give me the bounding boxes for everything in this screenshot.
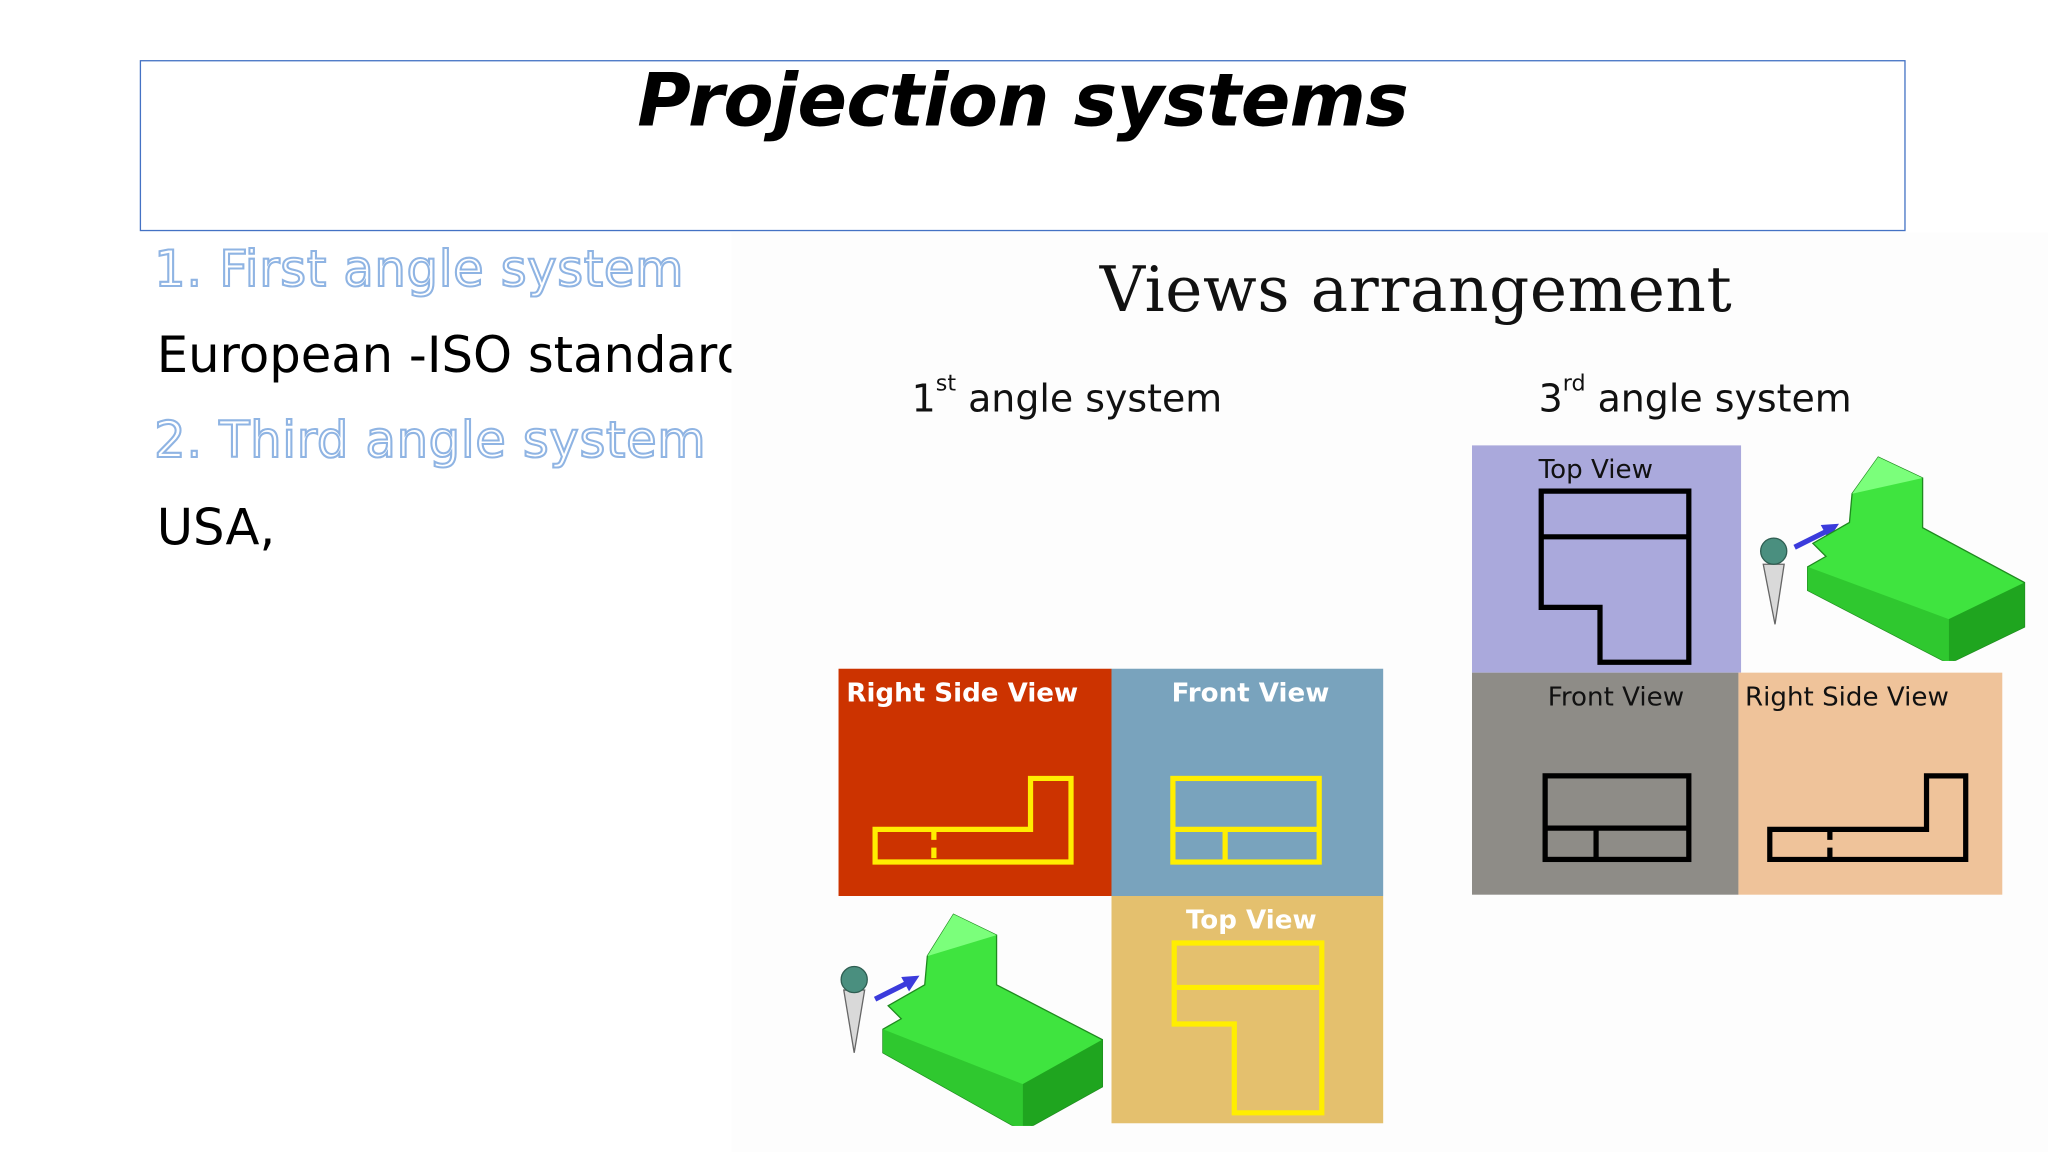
third-angle-label: 3rd angle system xyxy=(1538,371,1852,421)
view-direction-arrow-icon xyxy=(873,975,920,1002)
slide-title: Projection systems xyxy=(637,58,1409,144)
first-angle-top-label: Top View xyxy=(1185,903,1317,936)
figure-title: Views arrangement xyxy=(1099,253,1733,327)
green-block-icon xyxy=(1807,456,2026,661)
third-angle-right-side-view: Right Side View xyxy=(1738,672,2003,895)
right-side-view-drawing xyxy=(872,775,1074,865)
view-direction-arrow-icon xyxy=(1793,523,1840,550)
views-arrangement-figure: Views arrangement 1st angle system 3rd a… xyxy=(731,232,2048,1152)
first-angle-label: 1st angle system xyxy=(911,371,1223,421)
third-angle-isometric-block xyxy=(1759,456,2026,661)
third-angle-top-label: Top View xyxy=(1538,453,1653,485)
first-angle-number: 1 xyxy=(911,376,936,421)
observer-eye-icon xyxy=(840,965,868,1053)
first-angle-right-side-view: Right Side View xyxy=(838,668,1112,896)
top-view-drawing xyxy=(1538,488,1692,665)
first-angle-right-side-label: Right Side View xyxy=(846,676,1079,708)
observer-eye-icon xyxy=(1759,537,1788,625)
first-angle-top-view: Top View xyxy=(1111,895,1384,1124)
first-angle-text: angle system xyxy=(956,376,1223,421)
third-angle-front-label: Front View xyxy=(1547,680,1685,712)
third-angle-number: 3 xyxy=(1538,376,1563,421)
right-side-view-drawing xyxy=(1767,773,1969,863)
third-angle-top-view: Top View xyxy=(1471,445,1742,673)
front-view-drawing xyxy=(1542,773,1692,863)
third-angle-heading: 2. Third angle system xyxy=(153,410,707,470)
first-angle-heading: 1. First angle system xyxy=(153,239,685,299)
first-angle-front-label: Front View xyxy=(1171,676,1330,708)
top-view-drawing xyxy=(1171,940,1325,1116)
third-angle-right-side-label: Right Side View xyxy=(1744,680,1949,712)
first-angle-description: European -ISO standard xyxy=(156,326,748,384)
green-block-icon xyxy=(882,913,1104,1126)
first-angle-front-view: Front View xyxy=(1111,668,1384,896)
third-angle-text: angle system xyxy=(1585,376,1852,421)
first-angle-isometric-block xyxy=(840,913,1104,1126)
third-angle-description: USA, xyxy=(156,498,276,557)
third-angle-front-view: Front View xyxy=(1471,672,1739,895)
front-view-drawing xyxy=(1170,775,1322,865)
first-angle-suffix: st xyxy=(935,370,957,398)
title-box: Projection systems xyxy=(139,58,1906,232)
third-angle-suffix: rd xyxy=(1562,370,1586,398)
